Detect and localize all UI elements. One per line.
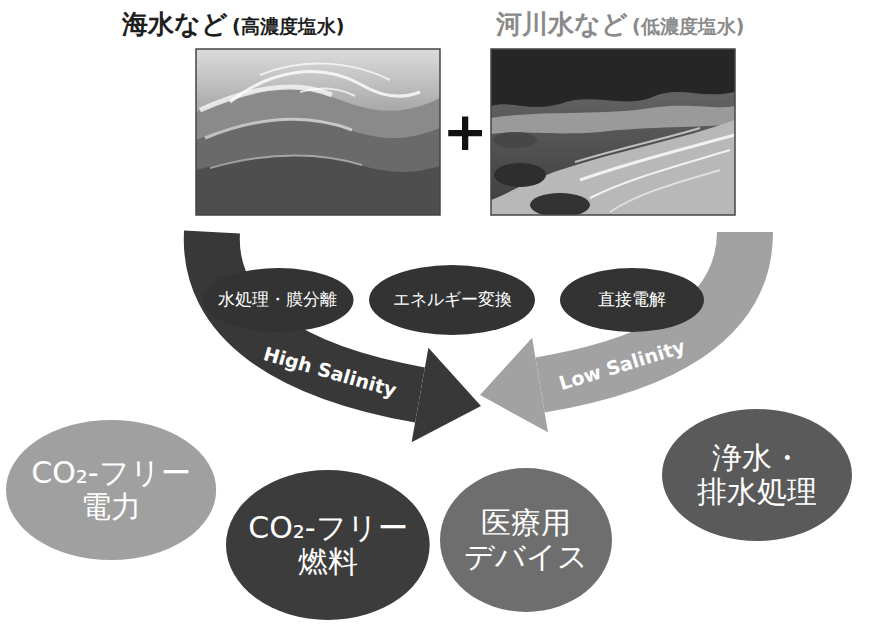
process-ellipse: 水処理・膜分離 [203, 268, 354, 332]
heading: 海水など [122, 10, 228, 39]
high-salinity-arrow [212, 232, 481, 442]
heading-row: 河川水など(低濃度塩水) [496, 10, 748, 39]
node-text: 浄水・ 排水処理 [688, 441, 826, 510]
sea-photo [196, 49, 440, 215]
outcome-ellipse: CO₂-フリー 電力 [6, 420, 216, 560]
photo-frame [196, 49, 440, 215]
river-photo [491, 49, 735, 215]
process-ellipse: エネルギー変換 [369, 265, 535, 335]
photo-frame [491, 49, 735, 215]
node-text: CO₂-フリー 燃料 [229, 511, 427, 580]
heading: 河川水など [496, 10, 628, 39]
plus-sign: + [442, 102, 487, 161]
outcome-ellipse: CO₂-フリー 燃料 [226, 470, 430, 620]
low-salinity-arrow [480, 232, 745, 432]
outcome-ellipse: 医療用 デバイス [440, 468, 612, 612]
heading-note: (低濃度塩水) [632, 16, 744, 37]
outcome-ellipse: 浄水・ 排水処理 [662, 409, 852, 541]
node-text: 直接電解 [598, 290, 666, 310]
heading-note: (高濃度塩水) [232, 16, 344, 37]
heading-row: 海水など(高濃度塩水) [122, 10, 348, 39]
process-ellipse: 直接電解 [560, 268, 704, 332]
node-text: 水処理・膜分離 [218, 290, 337, 310]
node-text: CO₂-フリー 電力 [12, 456, 210, 525]
node-text: エネルギー変換 [393, 290, 512, 310]
node-text: 医療用 デバイス [457, 506, 595, 575]
